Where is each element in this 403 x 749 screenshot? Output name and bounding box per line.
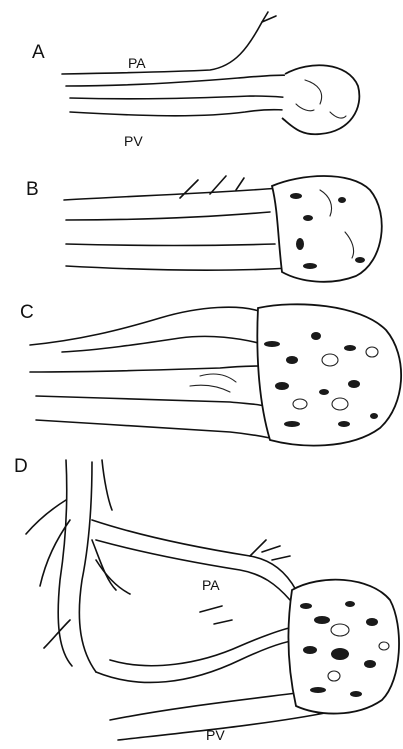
vessel-label-pa-d: PA [202,577,220,593]
vein-a [70,110,305,116]
lesion-sac-c [257,304,401,445]
panel-label-b: B [26,179,39,200]
vein-d [110,690,320,720]
artery-a [62,22,262,74]
lesion-sac-d [289,580,400,714]
panel-label-d: D [14,456,28,477]
panel-b: B [26,176,382,282]
lesion-sac-a [282,65,359,134]
vessel-label-pa-a: PA [128,55,146,71]
panel-a: A PA PV [32,12,359,149]
lesion-sac-b [272,176,382,282]
vessel-label-pv-a: PV [124,133,143,149]
panel-label-c: C [20,302,34,323]
panel-d: D PA PV [14,456,399,743]
panel-label-a: A [32,42,45,63]
panel-c: C [20,302,401,446]
